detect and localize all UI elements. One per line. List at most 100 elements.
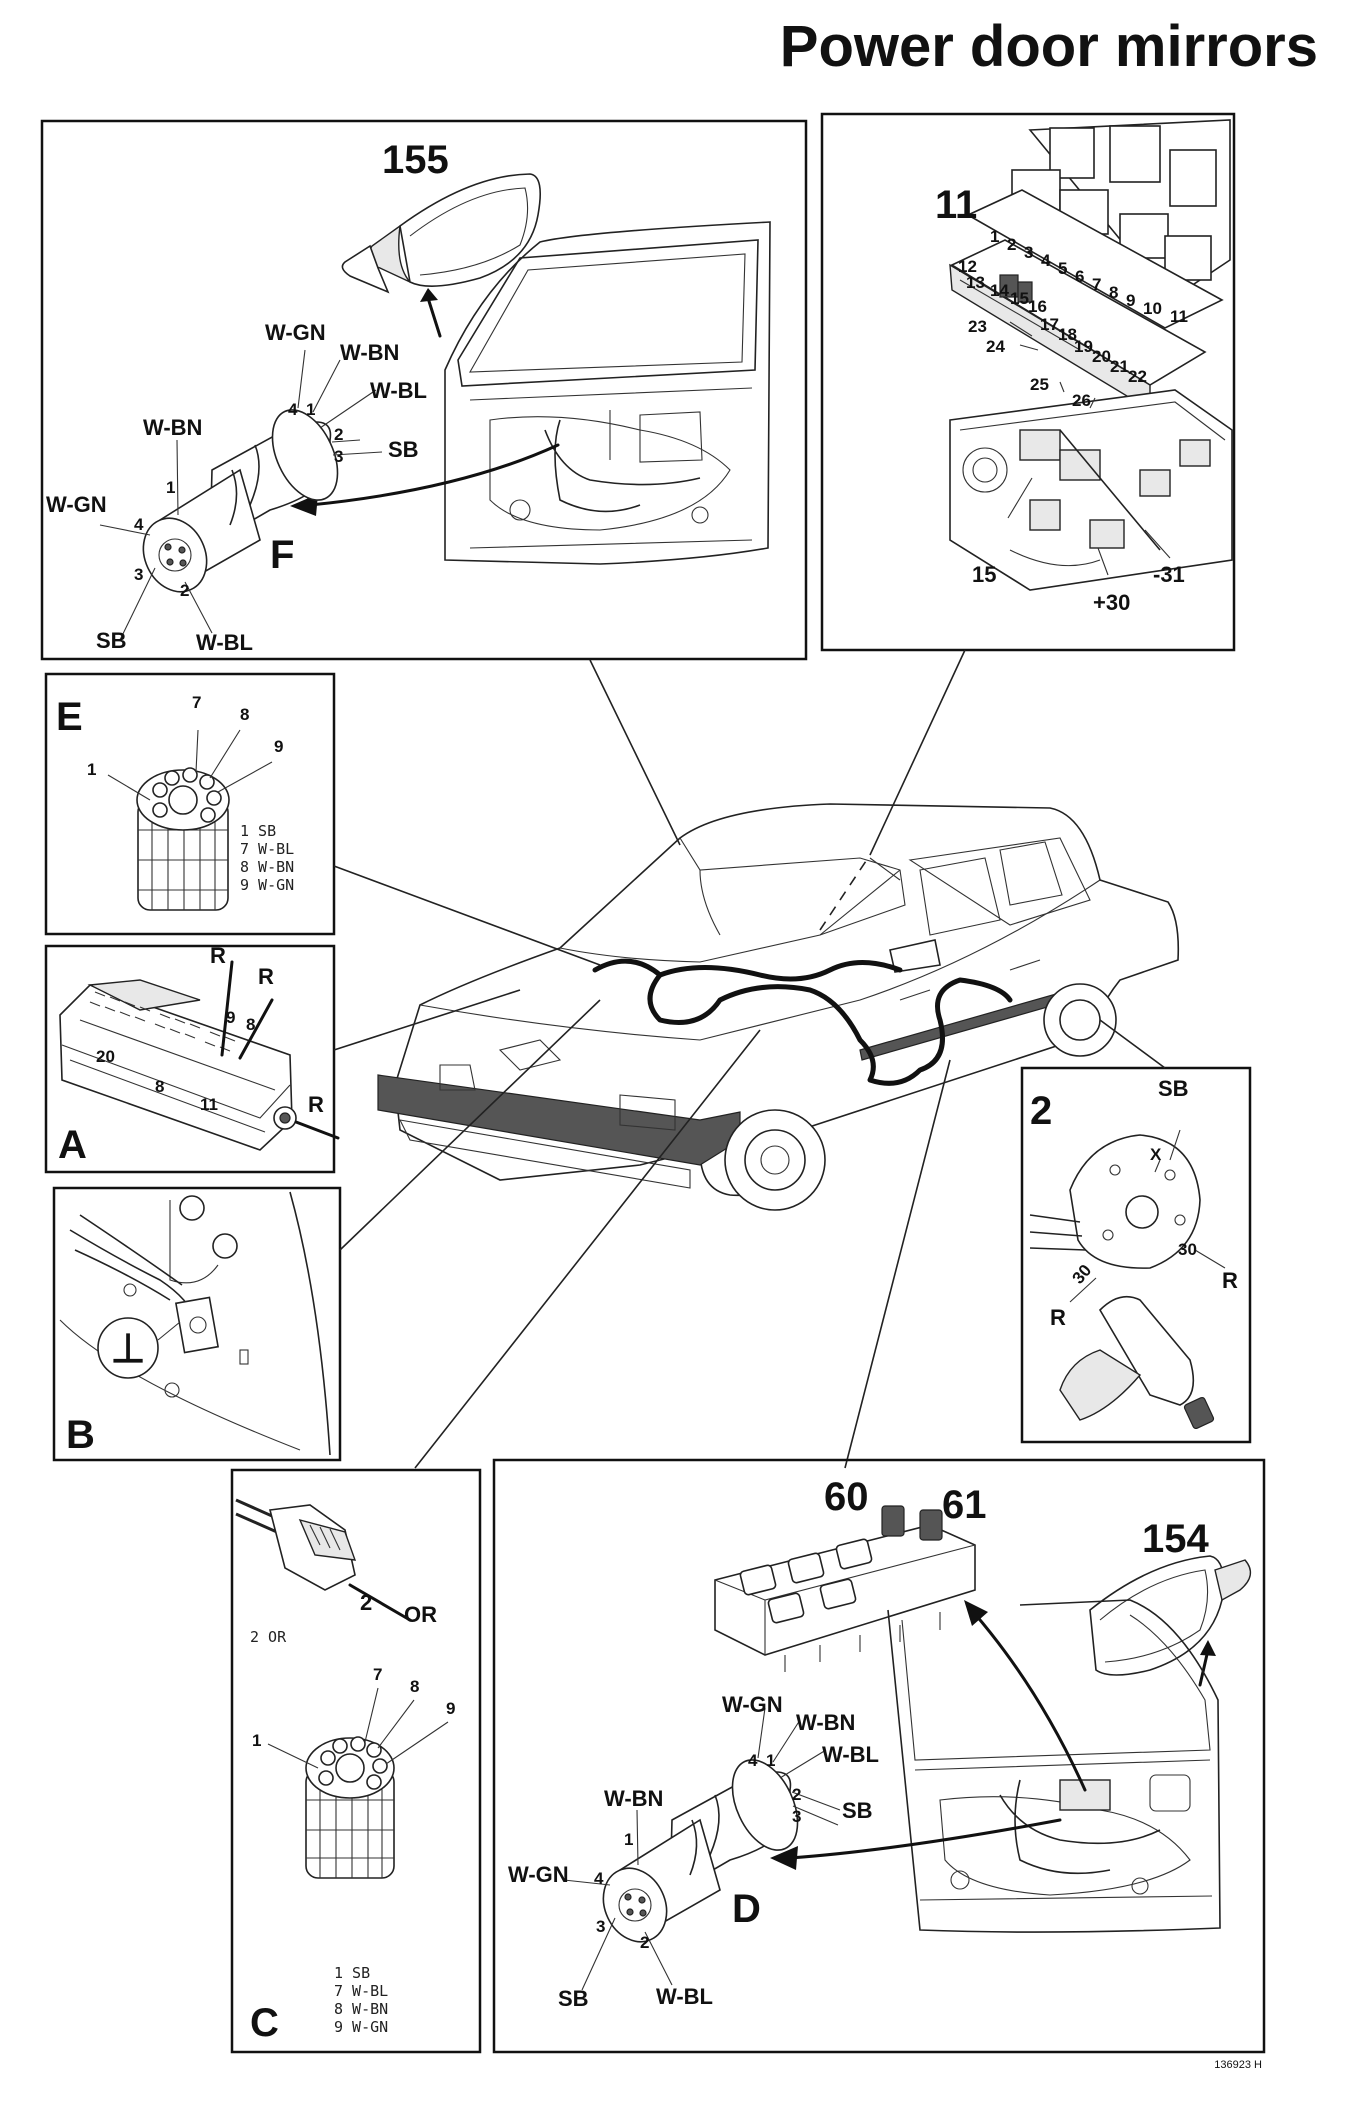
d-wire-w-bn: W-BN — [796, 1710, 855, 1735]
fuse-5: 5 — [1058, 259, 1067, 278]
fuse-row-1: 1 2 3 4 5 6 7 8 9 10 11 — [990, 227, 1188, 326]
connector-c-plug-illustration — [235, 1498, 412, 1622]
document-number: 136923 H — [1214, 2059, 1262, 2071]
f-face-wire-w-bl: W-BL — [196, 630, 253, 655]
mirror-154-illustration — [1089, 1555, 1252, 1687]
f-face-pin-2: 2 — [180, 581, 189, 600]
e-pin-8: 8 — [240, 705, 249, 724]
f-pin-3: 3 — [334, 447, 343, 466]
fuse-3: 3 — [1024, 243, 1033, 262]
fuse-label-26: 26 — [1072, 391, 1091, 410]
panel-f: 155 W-GN W-B — [40, 119, 808, 661]
c-legend-1: 1 SB — [334, 1964, 370, 1982]
fuse-22: 22 — [1128, 367, 1147, 386]
f-face-pin-1: 1 — [166, 478, 175, 497]
d-face-wire-w-bl: W-BL — [656, 1984, 713, 2009]
f-wire-sb: SB — [388, 437, 419, 462]
a-wire-r-3: R — [308, 1092, 324, 1117]
switch-block-illustration — [714, 1505, 976, 1672]
e-pin-1: 1 — [87, 760, 96, 779]
panel-2: 2 SB X 30 30 R R — [1020, 1066, 1252, 1444]
fuse-panel-lower-illustration — [949, 389, 1233, 591]
f-pin-1: 1 — [306, 400, 315, 419]
d-pin-2: 2 — [792, 1785, 801, 1804]
connector-c-illustration — [267, 1687, 449, 1879]
fuse-8: 8 — [1109, 283, 1118, 302]
d-wire-sb: SB — [842, 1798, 873, 1823]
e-legend-1: 1 SB — [240, 822, 276, 840]
mirror-155-label: 155 — [382, 138, 449, 182]
fuse-18: 18 — [1058, 325, 1077, 344]
panel-b: B ⊥ — [52, 1186, 342, 1462]
ign-label-30-right: 30 — [1178, 1240, 1197, 1259]
fuse-label-plus30: +30 — [1093, 590, 1130, 615]
e-pin-9: 9 — [274, 737, 283, 756]
fuse-11: 11 — [1170, 307, 1188, 326]
mirror-155-illustration — [341, 173, 541, 338]
c-letter: C — [250, 2001, 279, 2045]
d-face-pin-3: 3 — [596, 1917, 605, 1936]
f-wire-w-gn: W-GN — [265, 320, 326, 345]
fuse-label-15: 15 — [972, 562, 996, 587]
e-letter: E — [56, 695, 83, 739]
fuse-10: 10 — [1143, 299, 1162, 318]
f-pin-2: 2 — [334, 425, 343, 444]
d-letter: D — [732, 1887, 761, 1931]
relay-block-illustration — [949, 119, 1231, 412]
fuse-row-2: 12 13 14 15 16 17 18 19 20 21 22 — [958, 257, 1147, 386]
leader-lines — [333, 649, 1166, 1469]
e-legend-2: 7 W-BL — [240, 840, 294, 858]
connector-e-illustration — [107, 729, 273, 911]
c-pin-7: 7 — [373, 1665, 382, 1684]
d-face-wire-w-bn: W-BN — [604, 1786, 663, 1811]
f-face-wire-w-bn: W-BN — [143, 415, 202, 440]
fuse-14: 14 — [990, 281, 1009, 300]
d-face-pin-2: 2 — [640, 1933, 649, 1952]
fuse-9: 9 — [1126, 291, 1135, 310]
f-face-pin-4: 4 — [134, 515, 144, 534]
d-face-wire-sb: SB — [558, 1986, 589, 2011]
fuse-19: 19 — [1074, 337, 1093, 356]
d-face-pin-4: 4 — [594, 1869, 604, 1888]
f-letter: F — [270, 533, 294, 577]
switch-60-label: 60 — [824, 1475, 869, 1519]
panel-a: A R R R 9 8 20 8 11 — [44, 943, 340, 1174]
d-wire-w-bl: W-BL — [822, 1742, 879, 1767]
fuse-16: 16 — [1028, 297, 1047, 316]
e-pin-7: 7 — [192, 693, 201, 712]
a-pin-9: 9 — [226, 1008, 235, 1027]
c-legend-top: 2 OR — [250, 1628, 287, 1646]
fuse-label-25: 25 — [1030, 375, 1049, 394]
e-legend-4: 9 W-GN — [240, 876, 294, 894]
connector-f — [99, 349, 383, 641]
door-f-illustration — [444, 221, 771, 565]
panel-d: 60 61 154 — [492, 1458, 1266, 2054]
c-wire-pin: 2 — [360, 1590, 372, 1615]
page-title: Power door mirrors — [780, 14, 1318, 79]
ground-icon: ⊥ — [111, 1327, 146, 1371]
door-d-illustration — [887, 1599, 1221, 1933]
f-face-wire-w-gn: W-GN — [46, 492, 107, 517]
ign-label-30-left: 30 — [1069, 1261, 1096, 1288]
fuse-13: 13 — [966, 273, 985, 292]
fuse-21: 21 — [1110, 357, 1129, 376]
panel-e: E 1 7 8 9 1 SB 7 W-BL 8 W-BN 9 W-GN — [44, 672, 336, 936]
f-face-pin-3: 3 — [134, 565, 143, 584]
switch-61-label: 61 — [942, 1483, 987, 1527]
a-num-20: 20 — [96, 1047, 115, 1066]
fuse-label-24: 24 — [986, 337, 1005, 356]
ign-label-r-right: R — [1222, 1268, 1238, 1293]
e-legend-3: 8 W-BN — [240, 858, 294, 876]
fuse-20: 20 — [1092, 347, 1111, 366]
d-face-pin-1: 1 — [624, 1830, 633, 1849]
a-letter: A — [58, 1123, 87, 1167]
fuse-4: 4 — [1041, 251, 1051, 270]
a-num-11: 11 — [200, 1095, 218, 1114]
c-legend-2: 7 W-BL — [334, 1982, 388, 2000]
c-pin-8: 8 — [410, 1677, 419, 1696]
d-pin-1: 1 — [766, 1751, 775, 1770]
a-wire-r-1: R — [210, 943, 226, 968]
car-illustration — [377, 803, 1180, 1211]
a-pin-8: 8 — [246, 1015, 255, 1034]
